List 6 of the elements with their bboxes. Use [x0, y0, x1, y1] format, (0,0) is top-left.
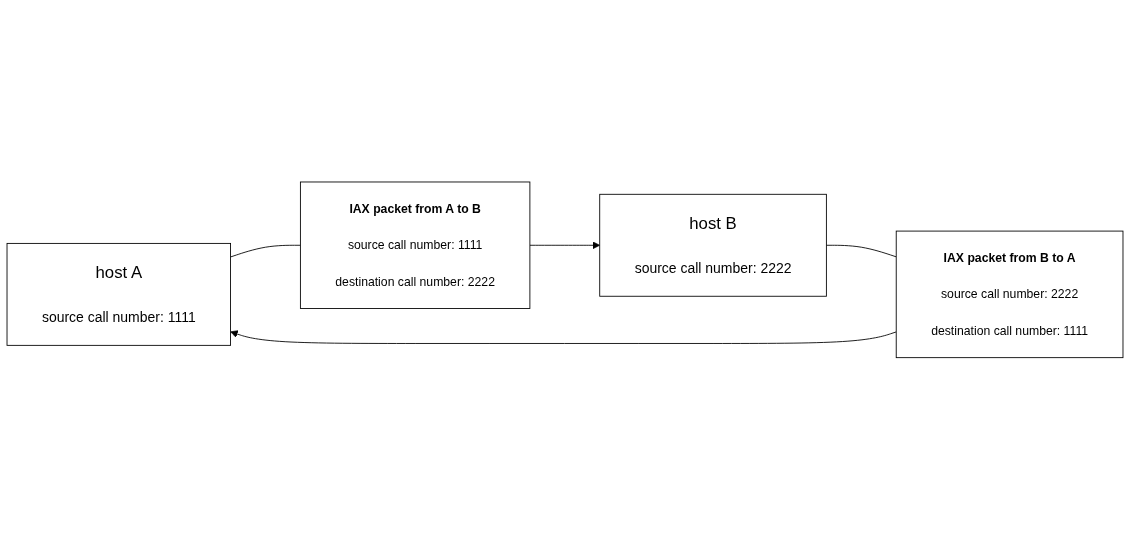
- node-box: IAX packet from B to A source call number: 2222 destination call number: 1111: [895, 230, 1124, 358]
- connector: [825, 244, 897, 257]
- node-box: host B source call number: 2222: [599, 193, 827, 297]
- node-box: IAX packet from A to B source call number: 1111 destination call number: 2222: [299, 181, 531, 309]
- connector: [230, 244, 301, 258]
- node-box: host A source call number: 1111: [6, 242, 231, 346]
